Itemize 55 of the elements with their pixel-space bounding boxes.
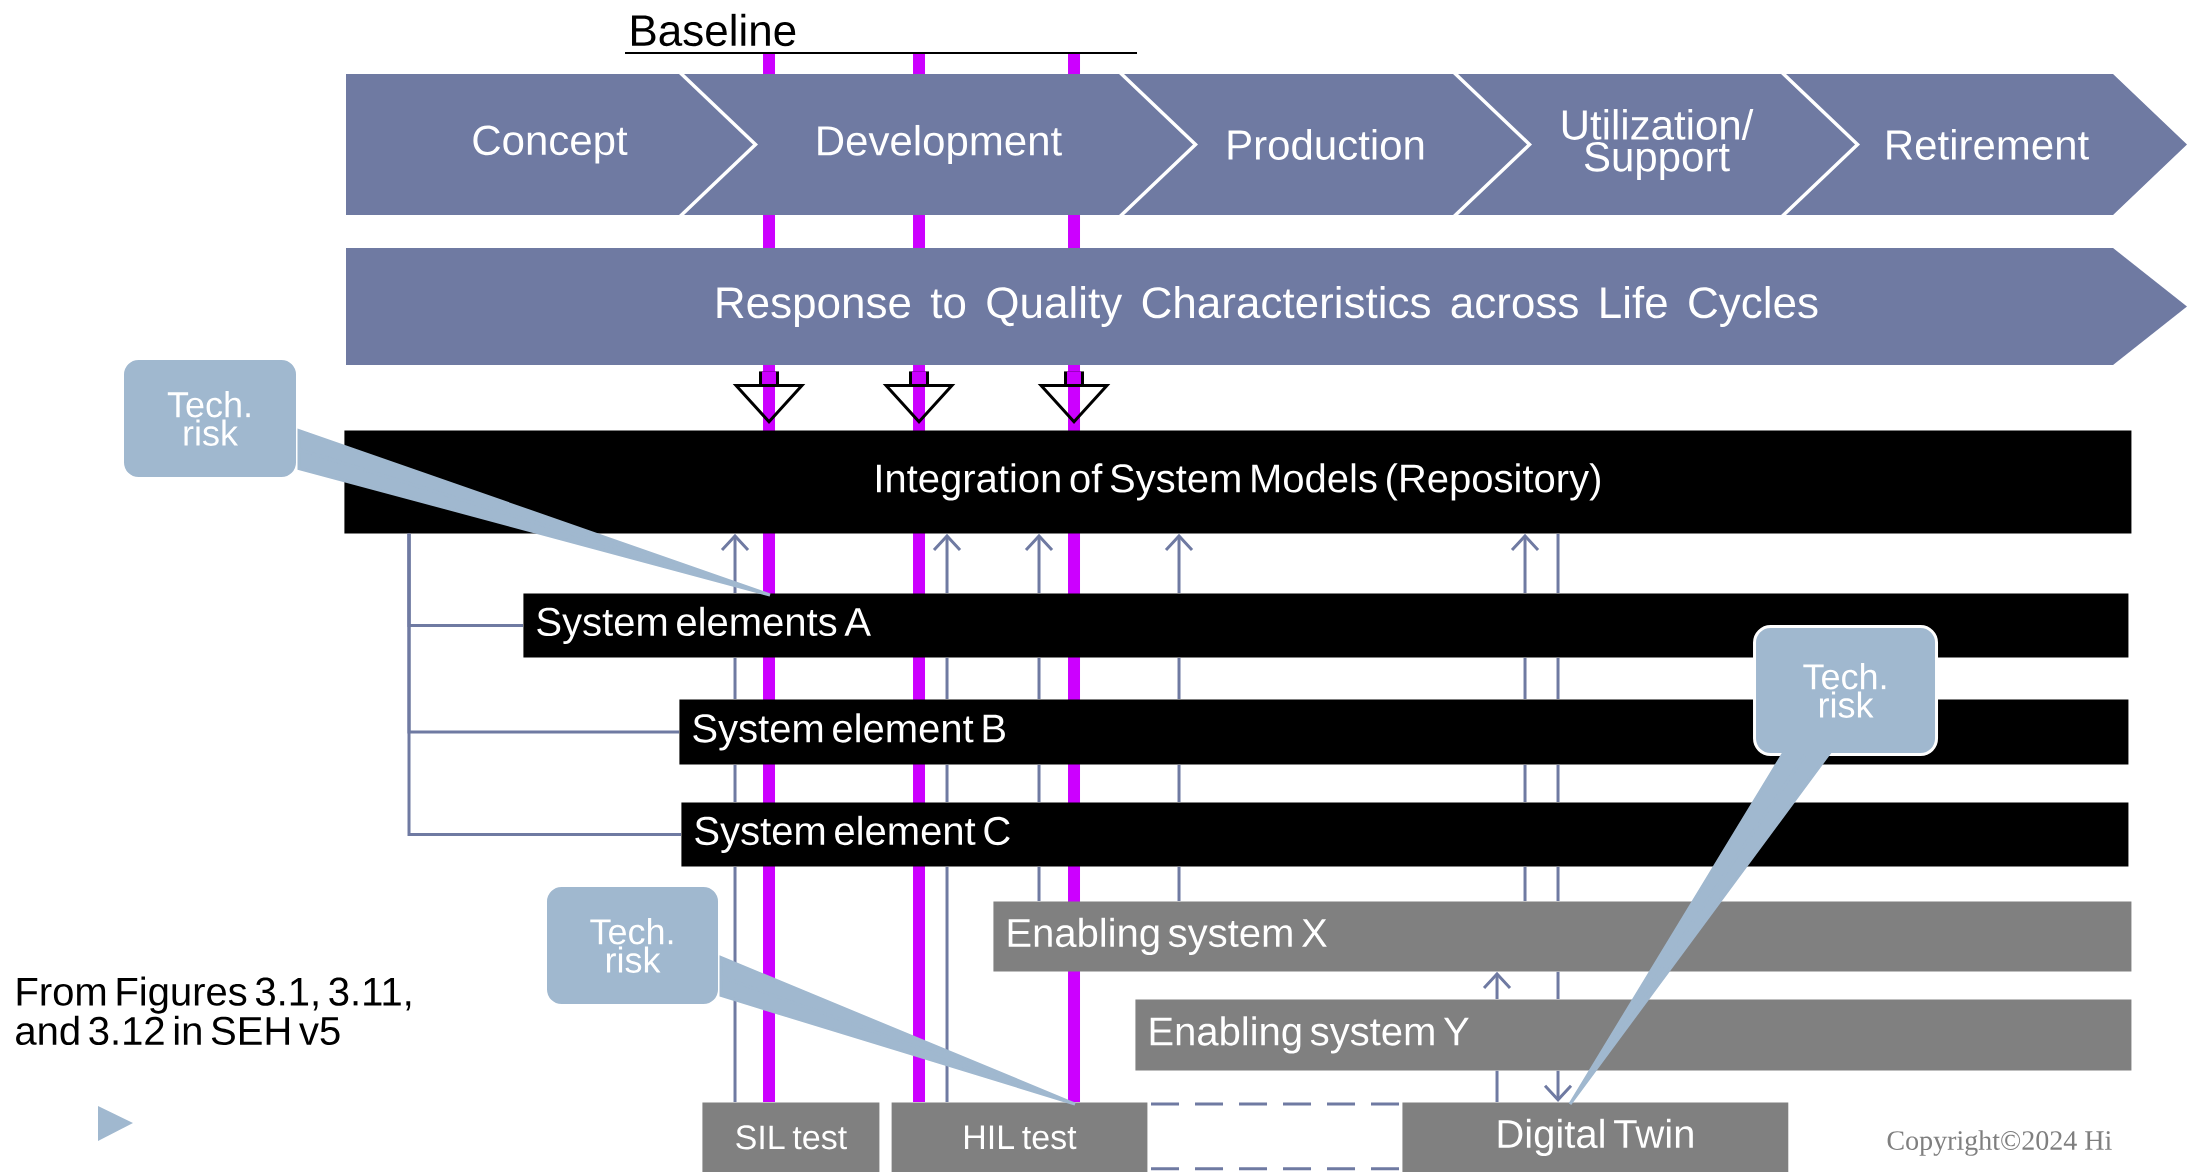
life-cycle-phase: Concept [346,74,753,215]
baseline-label: Baseline [632,13,796,47]
connector-line [1556,971,1560,999]
connector-line [1037,866,1041,901]
connector-line [1037,657,1041,699]
copyright-notice: Copyright©2024 Hi [1887,1130,2112,1156]
connector-line [1177,866,1181,901]
connector-line [1523,657,1527,699]
source-note: From Figures 3.1, 3.11, and 3.12 in SEH v5 [16,976,411,1046]
digital-twin-box: Digital Twin [1402,1102,1789,1172]
connector-line [945,657,949,699]
connector-line [945,866,949,1102]
connector-line [945,764,949,802]
leader-wedge [1568,751,1833,1106]
connector-line [733,657,737,699]
connector-line [407,533,681,836]
test-box: HIL test [891,1102,1148,1172]
connector-line [1523,764,1527,802]
enabling-system-bar: Enabling system X [993,901,2132,972]
test-box: SIL test [702,1102,880,1172]
node-label: Retirement [1887,129,2089,160]
system-element-bar: System elements A [523,593,2129,658]
callout-box: Tech. risk [1753,625,1939,756]
repository-bar: Integration of System Models (Repository) [344,430,2132,534]
node-label: Production [1228,129,1424,160]
connector-line [1556,657,1560,699]
arrow [720,533,750,593]
node-label: Development [818,124,1062,165]
connector-line [733,764,737,802]
connector-line [1495,1070,1499,1102]
arrow [1510,533,1540,593]
enabling-system-bar: Enabling system Y [1135,999,2132,1071]
node-label: Concept [473,125,628,164]
connector-line [1037,764,1041,802]
connector-line [1177,764,1181,802]
callout-box: Tech. risk [121,357,299,480]
node-label: Utilization/ Support [1562,109,1754,180]
dashed-box [1151,1102,1400,1171]
life-cycle-phase: Development [684,74,1193,215]
leader-wedge [719,956,1077,1106]
system-element-bar: System element C [681,802,2129,867]
connector-line [1556,764,1560,802]
life-cycle-phase: Utilization/ Support [1458,74,1856,215]
callout-box: Tech. risk [544,884,721,1007]
arrow [1024,533,1054,593]
connector-line [1556,866,1560,901]
connector-line [1177,657,1181,699]
life-cycle-phase: Retirement [1786,74,2187,215]
life-cycle-phase: Production [1124,74,1527,215]
quality-band: Response to Quality Characteristics across Life Cycles [346,248,2187,365]
arrow [1164,533,1194,593]
connector-line [1523,866,1527,901]
leader-wedge [297,429,772,597]
arrow [932,533,962,593]
connector-line [1556,533,1560,593]
